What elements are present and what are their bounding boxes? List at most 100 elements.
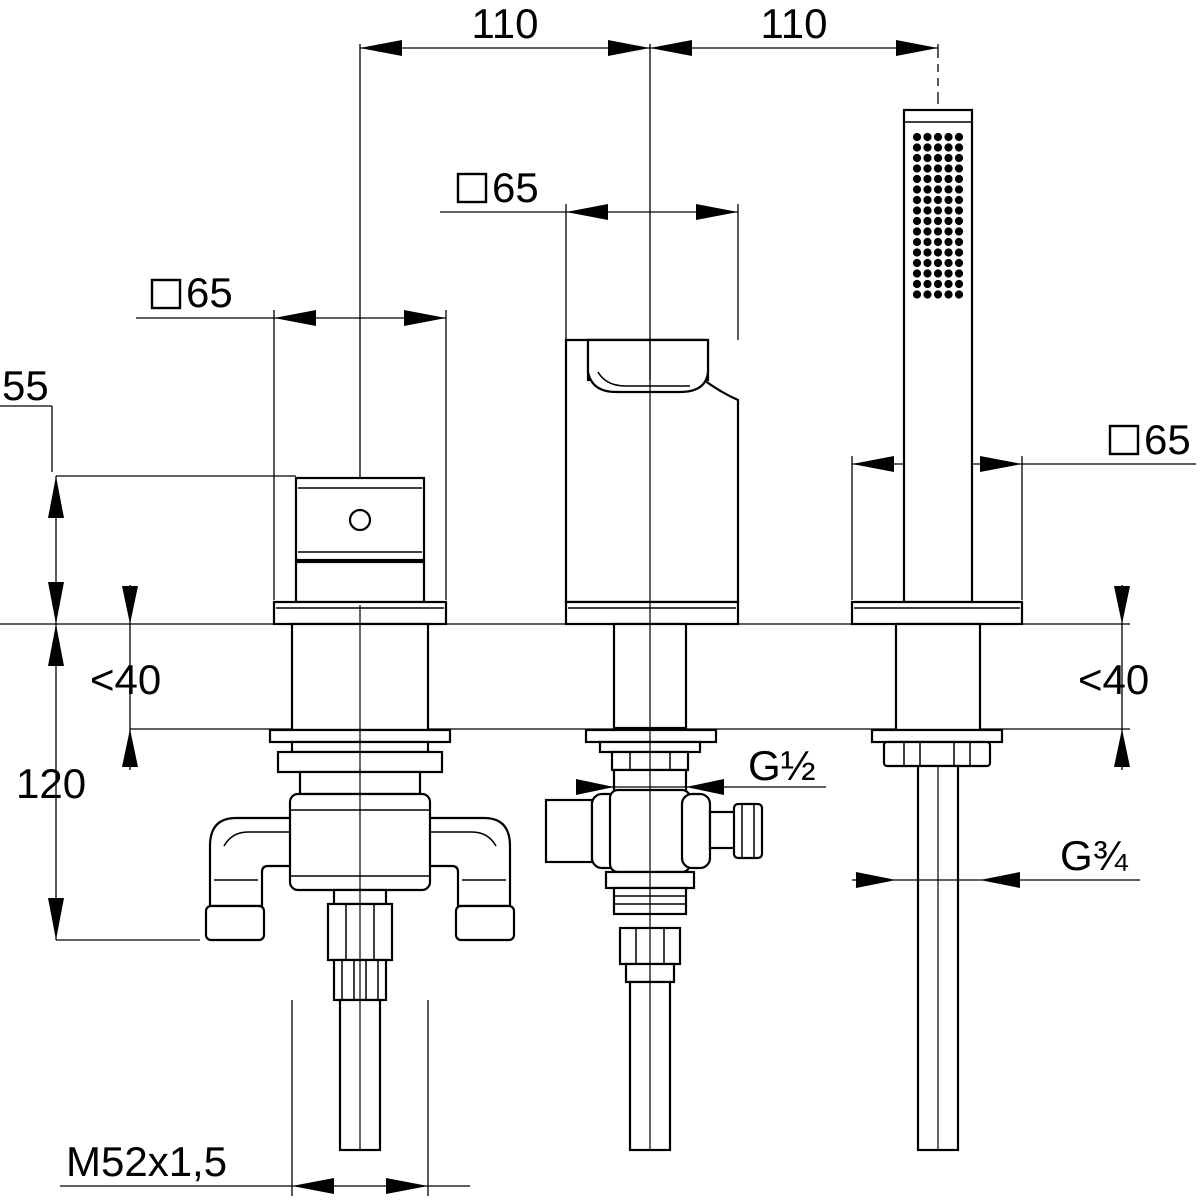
nozzle-dot	[954, 195, 964, 205]
top-spacing-dimensions: 110 110	[359, 0, 939, 605]
nozzle-dot	[944, 174, 953, 184]
nozzle-dot	[923, 227, 932, 236]
nozzle-dot	[923, 132, 932, 142]
nozzle-dot	[912, 206, 922, 215]
nozzle-dot	[954, 269, 964, 278]
nozzle-dot	[944, 195, 953, 205]
dim-120: 120	[16, 760, 86, 807]
nozzle-dot	[912, 227, 922, 236]
right-deck-dimension: <40	[1078, 585, 1149, 770]
nozzle-dot	[933, 206, 943, 215]
nozzle-dot	[923, 248, 932, 257]
dim-g-half: G½	[748, 742, 816, 789]
nozzle-dot	[912, 195, 922, 205]
nozzle-dot	[923, 195, 932, 205]
nozzle-dot	[954, 164, 964, 173]
nozzle-dot	[933, 237, 943, 247]
nozzle-dot	[933, 269, 943, 278]
nozzle-dot	[923, 216, 932, 226]
nozzle-dot	[954, 185, 964, 194]
thread-g-half-dimension: G½	[576, 742, 826, 795]
dim-55: 55	[2, 362, 49, 409]
dim-deck-right: <40	[1078, 656, 1149, 703]
nozzle-dot	[954, 216, 964, 226]
nozzle-dot	[912, 216, 922, 226]
square-symbol-left	[150, 278, 182, 310]
nozzle-dot	[954, 258, 964, 268]
nozzle-dot	[944, 269, 953, 278]
nozzle-dot	[912, 279, 922, 289]
nozzle-dot	[912, 237, 922, 247]
shower-nozzle-grid	[912, 132, 964, 299]
square-symbol-center	[456, 172, 488, 204]
nozzle-dot	[912, 143, 922, 152]
dim-110-left: 110	[472, 0, 539, 47]
nozzle-dot	[912, 174, 922, 184]
nozzle-dot	[923, 290, 932, 299]
center-spout-valve	[544, 338, 764, 1152]
dim-square-left: 65	[186, 269, 233, 316]
nozzle-dot	[923, 164, 932, 173]
nozzle-dot	[923, 143, 932, 152]
nozzle-dot	[912, 248, 922, 257]
nozzle-dot	[912, 185, 922, 194]
nozzle-dot	[954, 132, 964, 142]
handle-indicator	[348, 508, 372, 532]
left-square-dimension: 65	[136, 269, 447, 600]
nozzle-dot	[933, 143, 943, 152]
nozzle-dot	[912, 132, 922, 142]
nozzle-dot	[954, 290, 964, 299]
nozzle-dot	[954, 279, 964, 289]
nozzle-dot	[944, 132, 953, 142]
nozzle-dot	[944, 227, 953, 236]
left-height-dimensions: 55 120	[0, 362, 296, 941]
left-mixer-valve	[204, 476, 516, 1152]
nozzle-dot	[944, 216, 953, 226]
nozzle-dot	[954, 237, 964, 247]
nozzle-dot	[954, 174, 964, 184]
nozzle-dot	[944, 290, 953, 299]
nozzle-dot	[933, 290, 943, 299]
nozzle-dot	[912, 164, 922, 173]
nozzle-dot	[933, 227, 943, 236]
dim-square-center: 65	[492, 164, 539, 211]
nozzle-dot	[933, 185, 943, 194]
thread-m52-dimension: M52x1,5	[60, 1000, 470, 1196]
center-square-dimension: 65	[440, 164, 739, 340]
nozzle-dot	[954, 248, 964, 257]
nozzle-dot	[933, 258, 943, 268]
nozzle-dot	[933, 195, 943, 205]
nozzle-dot	[912, 258, 922, 268]
nozzle-dot	[933, 153, 943, 163]
nozzle-dot	[933, 164, 943, 173]
dim-m52: M52x1,5	[66, 1138, 227, 1185]
nozzle-dot	[954, 206, 964, 215]
nozzle-dot	[933, 132, 943, 142]
nozzle-dot	[912, 290, 922, 299]
nozzle-dot	[933, 279, 943, 289]
nozzle-dot	[954, 227, 964, 236]
square-symbol-right	[1108, 424, 1140, 456]
nozzle-dot	[912, 153, 922, 163]
nozzle-dot	[944, 248, 953, 257]
nozzle-dot	[933, 248, 943, 257]
dim-110-right: 110	[761, 0, 828, 47]
nozzle-dot	[944, 237, 953, 247]
nozzle-dot	[944, 206, 953, 215]
nozzle-dot	[923, 279, 932, 289]
nozzle-dot	[923, 258, 932, 268]
nozzle-dot	[944, 153, 953, 163]
nozzle-dot	[944, 143, 953, 152]
nozzle-dot	[923, 185, 932, 194]
right-hand-shower	[850, 108, 1024, 1152]
dim-g-three-quarter: G¾	[1060, 832, 1129, 879]
nozzle-dot	[954, 143, 964, 152]
thread-g-three-quarter-dimension: G¾	[852, 832, 1140, 888]
nozzle-dot	[912, 269, 922, 278]
nozzle-dot	[933, 216, 943, 226]
nozzle-dot	[933, 174, 943, 184]
nozzle-dot	[954, 153, 964, 163]
nozzle-dot	[944, 279, 953, 289]
dim-deck-left: <40	[90, 656, 161, 703]
